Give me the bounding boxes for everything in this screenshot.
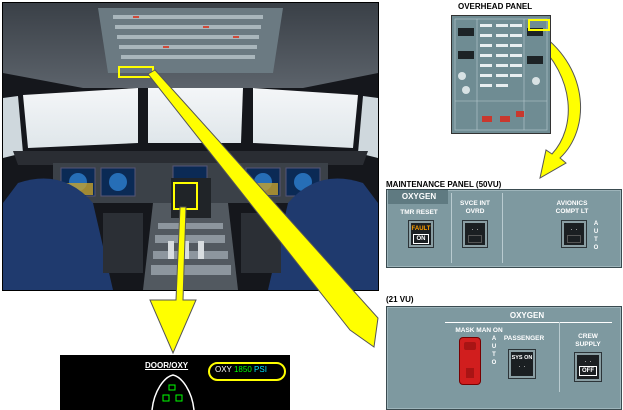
crew-label: CREW — [578, 333, 598, 340]
maintenance-highlight-box — [528, 19, 550, 31]
callout-arrow — [147, 69, 379, 348]
passenger-label: PASSENGER — [503, 335, 545, 342]
oxy-pressure-readout: OXY 1850 PSI — [215, 365, 267, 374]
ecam-title: DOOR/OXY — [145, 361, 189, 370]
svce-int-ovrd-button[interactable]: · · — [463, 221, 487, 247]
callout-arrow — [149, 206, 197, 355]
crew-supply-button[interactable]: · · OFF — [575, 353, 601, 381]
mask-man-on-guard[interactable] — [459, 337, 481, 385]
supply-label: SUPPLY — [575, 341, 601, 348]
avionics-compt-lt-button[interactable]: · · — [562, 221, 586, 247]
avionics-auto-label: A U T O — [593, 221, 599, 251]
passenger-auto-label: A U T O — [491, 336, 497, 366]
vu21-title: (21 VU) — [386, 295, 414, 304]
ovrd-label: OVRD — [465, 208, 485, 215]
sys-on-indicator: SYS ON — [511, 355, 533, 361]
oxy-label: OXY — [215, 365, 232, 374]
tmr-reset-label: TMR RESET — [400, 209, 438, 216]
callout-arrow — [534, 33, 581, 179]
overhead-panel-title: OVERHEAD PANEL — [458, 2, 533, 11]
vu21-oxygen-label: OXYGEN — [509, 311, 545, 320]
oxy-pressure-highlight — [208, 362, 286, 381]
compt-lt-label: COMPT LT — [555, 208, 589, 215]
ecam-door-oxy-display: DOOR/OXY OXY 1850 PSI — [60, 355, 290, 410]
svce-int-label: SVCE INT — [460, 200, 490, 207]
maintenance-oxygen-label: OXYGEN — [401, 192, 437, 201]
cockpit-photo — [2, 2, 379, 291]
tmr-reset-button[interactable]: FAULT ON — [409, 221, 433, 247]
mask-guard-icon — [464, 342, 476, 378]
oxy-value: 1850 — [233, 365, 252, 374]
overhead-panel-thumbnail — [451, 15, 551, 134]
maintenance-panel-title: MAINTENANCE PANEL (50VU) — [386, 180, 502, 189]
off-indicator: OFF — [579, 366, 597, 376]
mask-man-on-label: MASK MAN ON — [455, 327, 503, 334]
on-indicator: ON — [413, 234, 429, 244]
fault-indicator: FAULT — [411, 226, 431, 232]
maintenance-panel: OXYGEN TMR RESET FAULT ON SVCE INT OVRD … — [386, 189, 622, 268]
cockpit-photo-icon — [3, 3, 378, 290]
oxy-unit: PSI — [254, 365, 267, 374]
passenger-sys-on-button[interactable]: SYS ON · · — [509, 350, 535, 378]
overhead-panel-icon — [452, 16, 550, 133]
door-diagram-icon — [151, 374, 195, 410]
vu21-panel: OXYGEN MASK MAN ON A U T O PASSENGER SYS… — [386, 306, 622, 410]
avionics-label: AVIONICS — [556, 200, 588, 207]
